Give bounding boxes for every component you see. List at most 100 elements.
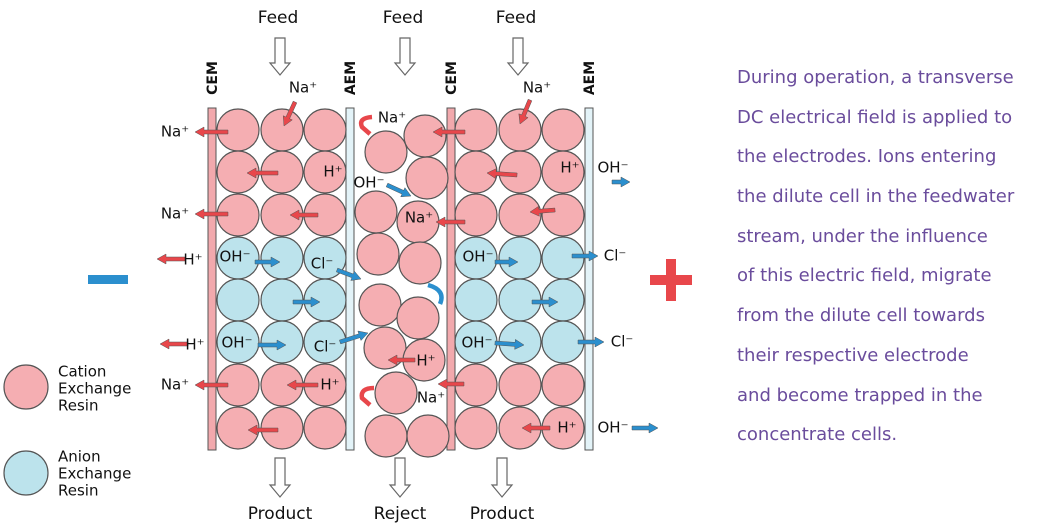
cation-resin-bead: [541, 108, 585, 152]
ion-label-na: Na⁺: [161, 123, 189, 141]
ion-label-na: Na⁺: [161, 376, 189, 394]
cation-migration-arrow: [246, 167, 279, 179]
anion-migration-arrow: [335, 267, 362, 281]
cation-migration-arrow: [159, 338, 189, 350]
ion-label-na: Na⁺: [289, 79, 317, 97]
membrane-label: CEM: [444, 61, 460, 95]
membrane-cem: [207, 107, 217, 451]
anion-migration-arrow: [631, 422, 659, 434]
ion-label-oh: OH⁻: [221, 334, 252, 352]
ion-label-oh: OH⁻: [597, 159, 628, 177]
anion-migration-arrow: [571, 250, 599, 262]
cation-migration-arrow: [529, 205, 556, 217]
feed-arrow: [268, 37, 292, 76]
anion-migration-arrow: [531, 296, 559, 308]
feed-label: Feed: [383, 8, 424, 28]
ion-label-h: H⁺: [183, 251, 202, 269]
anion-resin-bead: [216, 278, 260, 322]
cation-migration-arrow: [435, 216, 466, 228]
ion-label-cl: Cl⁻: [311, 255, 334, 273]
legend-anion-label: Anion: [58, 448, 101, 466]
ion-label-oh: OH⁻: [219, 248, 250, 266]
ion-label-oh: OH⁻: [461, 334, 492, 352]
cation-resin-bead: [364, 130, 408, 174]
anion-resin-bead: [454, 278, 498, 322]
legend-anion-label: Resin: [58, 482, 98, 500]
ion-label-na: Na⁺: [405, 209, 433, 227]
ion-label-h: H⁺: [416, 352, 435, 370]
cation-migration-arrow: [156, 253, 186, 265]
cation-resin-bead: [374, 371, 418, 415]
cation-migration-arrow: [282, 100, 298, 127]
cation-resin-bead: [406, 414, 450, 458]
legend-cation-label: Cation: [58, 363, 106, 381]
ion-label-cl: Cl⁻: [611, 333, 634, 351]
cation-migration-arrow: [289, 209, 319, 221]
ion-label-h: H⁺: [557, 419, 576, 437]
cation-migration-arrow: [286, 379, 319, 391]
cation-resin-bead: [303, 150, 347, 194]
cation-resin-bead: [303, 406, 347, 450]
description-line: and become trapped in the: [737, 384, 983, 406]
anion-migration-arrow: [339, 330, 369, 345]
reject-label: Reject: [374, 504, 427, 524]
feed-label: Feed: [258, 8, 299, 28]
legend-cation-label: Resin: [58, 397, 98, 415]
legend-anion-swatch: [3, 450, 49, 496]
anion-migration-arrow: [494, 256, 519, 268]
feed-arrow: [506, 37, 530, 76]
anion-resin-bead: [541, 320, 585, 364]
rejected-ion-hook: [427, 282, 444, 305]
cation-resin-bead: [363, 326, 407, 370]
feed-arrow: [393, 37, 417, 76]
ion-label-cl: Cl⁻: [604, 247, 627, 265]
ion-label-oh: OH⁻: [462, 248, 493, 266]
cation-resin-bead: [405, 156, 449, 200]
product-label: Product: [470, 504, 535, 524]
ion-label-na: Na⁺: [378, 109, 406, 127]
description-line: DC electrical field is applied to: [737, 106, 1013, 128]
anion-migration-arrow: [494, 338, 525, 350]
ion-label-na: Na⁺: [161, 205, 189, 223]
cation-resin-bead: [303, 108, 347, 152]
ion-label-na: Na⁺: [417, 389, 445, 407]
cation-resin-bead: [356, 232, 400, 276]
cation-migration-arrow: [194, 379, 229, 391]
cation-resin-bead: [454, 193, 498, 237]
cation-migration-arrow: [518, 98, 533, 125]
cation-resin-bead: [541, 193, 585, 237]
cation-resin-bead: [358, 283, 402, 327]
anion-resin-bead: [498, 236, 542, 280]
outlet-arrow: [268, 457, 292, 498]
product-label: Product: [248, 504, 313, 524]
cation-migration-arrow: [486, 168, 518, 180]
cation-resin-bead: [454, 406, 498, 450]
membrane-cem: [446, 107, 456, 451]
membrane-aem: [584, 107, 594, 451]
cation-resin-bead: [541, 363, 585, 407]
cation-resin-bead: [260, 108, 304, 152]
legend-anion-label: Exchange: [58, 465, 131, 483]
cation-migration-arrow: [247, 424, 279, 436]
description-line: the dilute cell in the feedwater: [737, 186, 1015, 208]
rejected-ion-hook: [358, 114, 373, 136]
membrane-label: CEM: [205, 61, 221, 95]
cation-resin-bead: [364, 414, 408, 458]
cation-resin-bead: [396, 296, 440, 340]
anion-resin-bead: [260, 236, 304, 280]
cation-migration-arrow: [194, 208, 229, 220]
cation-resin-bead: [541, 150, 585, 194]
anion-migration-arrow: [257, 339, 287, 351]
description-line: the electrodes. Ions entering: [737, 146, 997, 168]
cation-resin-bead: [498, 363, 542, 407]
description-line: stream, under the influence: [737, 225, 988, 247]
description-line: During operation, a transverse: [737, 67, 1014, 88]
anion-migration-arrow: [292, 296, 321, 308]
ion-label-h: H⁺: [323, 163, 342, 181]
rejected-ion-hook: [359, 385, 375, 407]
feed-label: Feed: [496, 8, 537, 28]
ion-label-h: H⁺: [560, 159, 579, 177]
cation-migration-arrow: [432, 126, 466, 138]
description-line: concentrate cells.: [737, 424, 898, 446]
cation-resin-bead: [398, 241, 442, 285]
